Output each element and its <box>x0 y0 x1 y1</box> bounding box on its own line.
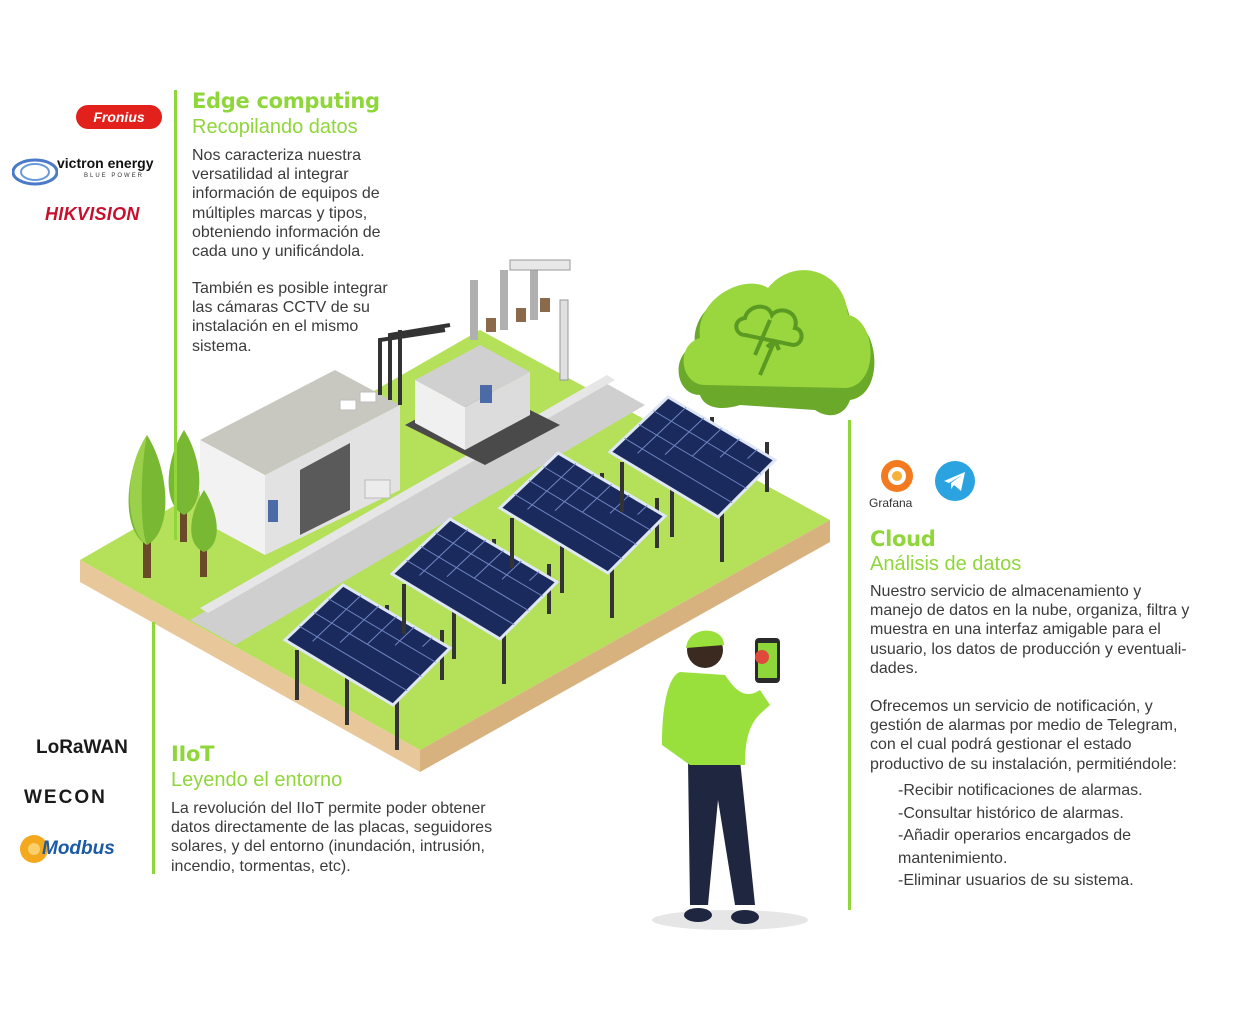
telegram-icon <box>935 461 975 501</box>
iiot-divider-line <box>152 622 155 874</box>
modbus-icon <box>20 835 48 863</box>
list-item: -Recibir notificaciones de alarmas. <box>898 782 1143 799</box>
list-item: -Añadir operarios encargados de <box>898 827 1132 844</box>
edge-paragraph-2: También es posible integrar las cámaras … <box>192 280 388 355</box>
iiot-paragraph: La revolución del IIoT permite poder obt… <box>171 800 493 875</box>
solar-panel-array <box>389 517 560 684</box>
cloud-paragraph-2: Ofrecemos un servicio de notificación, y… <box>870 698 1178 773</box>
modbus-logo-text: Modbus <box>42 838 115 859</box>
control-building <box>200 370 400 555</box>
grafana-logo: Grafana <box>867 456 927 512</box>
lorawan-logo-text: LoRaWAN <box>36 737 128 758</box>
cloud-subtitle: Análisis de datos <box>870 553 1022 575</box>
edge-divider-line <box>174 90 177 540</box>
iiot-title: IIoT <box>171 742 215 766</box>
victron-logo-text: victron energy <box>57 155 154 171</box>
solar-panels <box>282 395 778 750</box>
wecon-logo: WECON <box>24 787 107 809</box>
transformer-substation <box>378 259 571 465</box>
cloud-divider-line <box>848 420 851 910</box>
solar-panel-array <box>497 451 668 618</box>
edge-title: Edge computing <box>192 89 380 113</box>
wecon-logo-text: WECON <box>24 787 107 808</box>
cloud-icon <box>678 270 875 416</box>
edge-subtitle: Recopilando datos <box>192 116 358 138</box>
telegram-logo <box>934 460 976 502</box>
fronius-logo-text: Fronius <box>93 109 145 125</box>
victron-logo: victron energy BLUE POWER <box>12 155 162 189</box>
fronius-logo: Fronius <box>76 105 162 129</box>
grafana-logo-text: Grafana <box>869 496 913 510</box>
cloud-title: Cloud <box>870 527 936 551</box>
solar-panel-array <box>282 583 453 750</box>
hikvision-logo: HIKVISION <box>45 204 140 225</box>
cloud-feature-list: -Recibir notificaciones de alarmas. -Con… <box>898 780 1143 893</box>
iiot-subtitle: Leyendo el entorno <box>171 769 343 791</box>
list-item: mantenimiento. <box>898 849 1008 867</box>
lorawan-logo: LoRaWAN <box>36 737 128 759</box>
victron-swirl-icon <box>12 158 58 186</box>
technician-figure <box>652 630 808 930</box>
edge-paragraph-1: Nos caracteriza nuestra versatilidad al … <box>192 147 381 261</box>
solar-panel-array <box>607 395 778 562</box>
modbus-logo: Modbus <box>16 832 134 866</box>
grafana-icon <box>881 460 913 492</box>
victron-logo-tag: BLUE POWER <box>84 173 145 179</box>
hikvision-logo-text: HIKVISION <box>45 204 140 224</box>
list-item: -Eliminar usuarios de su sistema. <box>898 872 1134 889</box>
list-item: -Consultar histórico de alarmas. <box>898 804 1124 822</box>
cloud-paragraph-1: Nuestro servicio de almacenamiento y man… <box>870 583 1190 677</box>
